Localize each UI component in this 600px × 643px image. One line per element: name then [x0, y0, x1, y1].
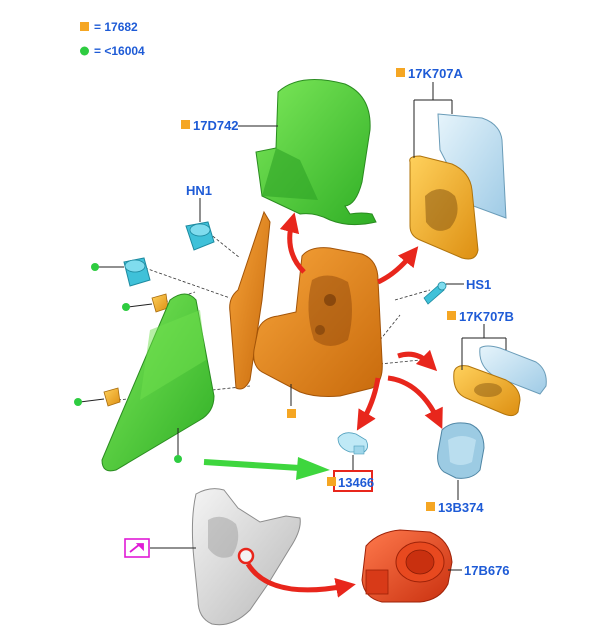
- callout-motor[interactable]: 17B676: [464, 563, 510, 578]
- arrow-to-bulb: [356, 377, 381, 431]
- connector-left-part[interactable]: [123, 257, 151, 287]
- green-arrow: [203, 457, 330, 480]
- callout-bulb-square-icon: [327, 477, 336, 486]
- dot-connector-left-icon: [91, 263, 99, 271]
- callout-glass-upper-square-icon: [396, 68, 405, 77]
- legend-dot-icon: [80, 46, 89, 56]
- dot-clip-lower-icon: [74, 398, 82, 406]
- glass-lower-part[interactable]: [453, 345, 547, 417]
- callout-glass-lower[interactable]: 17K707B: [459, 309, 514, 324]
- triangle-cover-part[interactable]: [101, 293, 215, 472]
- arrow-to-lamp-lens: [387, 375, 443, 430]
- mirror-housing-part[interactable]: [229, 210, 383, 397]
- mirror-cover-part[interactable]: [255, 79, 377, 226]
- clip-lower-part[interactable]: [103, 387, 121, 407]
- lamp-lens-part[interactable]: [437, 422, 485, 479]
- wrench-tool-icon[interactable]: [124, 538, 150, 558]
- assembly-arrows: [245, 212, 443, 598]
- callout-glass-upper[interactable]: 17K707A: [408, 66, 464, 81]
- bulb-part[interactable]: [337, 432, 368, 455]
- arrow-to-glass-upper: [376, 246, 419, 285]
- legend-dot-text: = <16004: [94, 44, 145, 58]
- leader-glass-upper: [413, 82, 453, 158]
- arrow-to-cover: [279, 212, 306, 274]
- callout-glass-lower-square-icon: [447, 311, 456, 320]
- housing-square-icon: [287, 409, 296, 418]
- callout-lamp-lens[interactable]: 13B374: [438, 500, 484, 515]
- glass-upper-part[interactable]: [409, 113, 507, 260]
- screw-hs1-part[interactable]: [423, 281, 447, 305]
- base-bracket-part[interactable]: [191, 488, 301, 626]
- legend-square-icon: [80, 22, 89, 31]
- motor-part[interactable]: [361, 529, 453, 603]
- leader-clip-upper: [127, 303, 153, 308]
- callout-mirror-cover-square-icon: [181, 120, 190, 129]
- callout-mirror-cover[interactable]: 17D742: [193, 118, 239, 133]
- leader-clip-lower: [79, 398, 105, 403]
- arrow-to-motor: [245, 562, 356, 598]
- callout-lamp-lens-square-icon: [426, 502, 435, 511]
- dot-triangle-cover-icon: [174, 455, 182, 463]
- arrow-to-glass-lower: [397, 349, 438, 372]
- leader-glass-lower: [461, 324, 507, 370]
- callout-bulb[interactable]: 13466: [338, 475, 374, 490]
- legend: = 17682 = <16004: [80, 20, 145, 58]
- callout-hn1[interactable]: HN1: [186, 183, 212, 198]
- legend-square-text: = 17682: [94, 20, 138, 34]
- holder-hn1-part[interactable]: [185, 221, 215, 251]
- dot-clip-upper-icon: [122, 303, 130, 311]
- callout-hs1[interactable]: HS1: [466, 277, 491, 292]
